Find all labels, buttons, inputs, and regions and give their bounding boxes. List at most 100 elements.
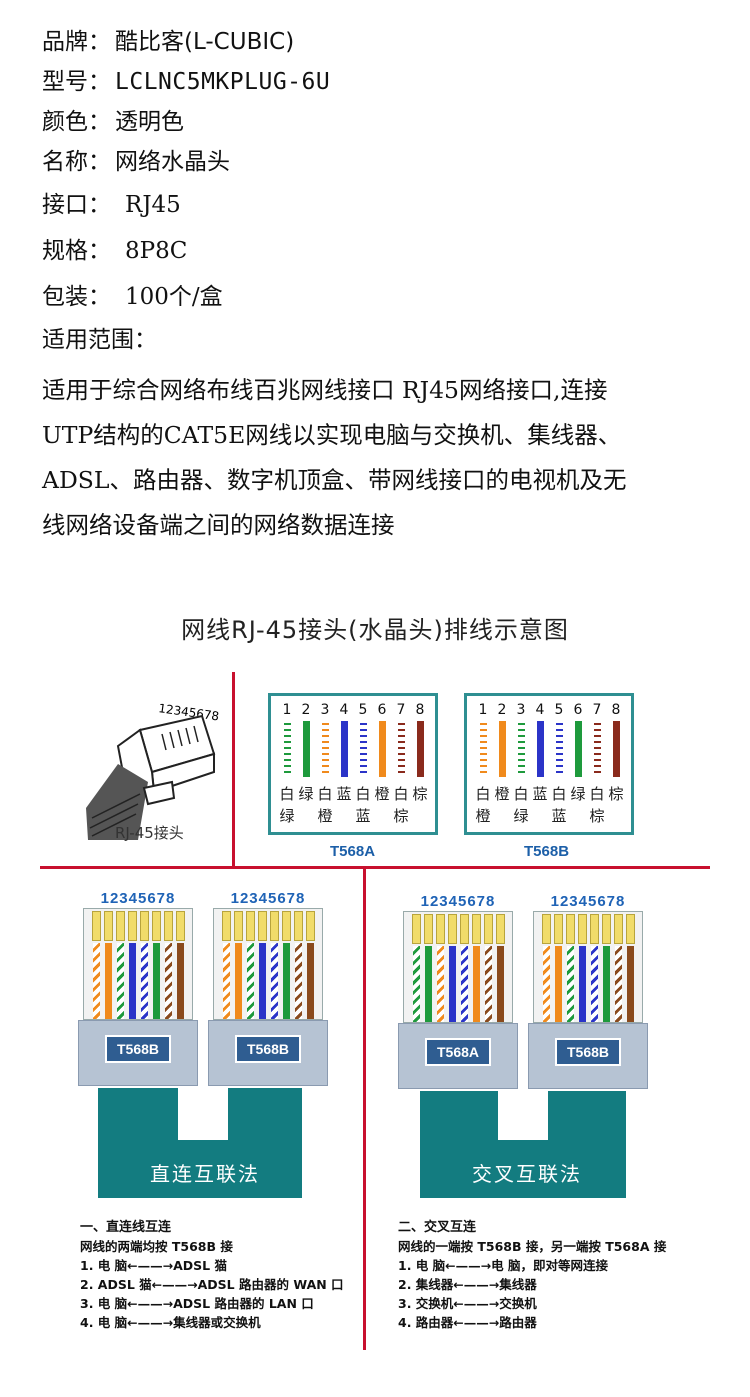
connector-head [83, 908, 193, 1020]
rj45-label: RJ-45接头 [115, 824, 184, 842]
color-label: 棕 [608, 785, 624, 803]
pin-number: 5 [358, 702, 368, 718]
spec-row-name: 名称：网络水晶头 [42, 142, 732, 182]
notes-line: 2. 集线器←——→集线器 [398, 1277, 537, 1292]
t568b-label: T568B [524, 843, 570, 860]
color-label: 绿 [279, 807, 295, 825]
connector-boot: T568B [208, 1020, 328, 1086]
diagram-title: 网线RJ-45接头(水晶头)排线示意图 [181, 616, 569, 644]
wire-white-green [284, 721, 291, 777]
pin-number: 3 [516, 702, 526, 718]
divider-vertical-bottom [363, 868, 366, 1350]
pin-number: 4 [535, 702, 545, 718]
connector-boot: T568A [398, 1023, 518, 1089]
t568b-color-chart: 1 2 3 4 5 6 7 8 白 橙 白 蓝 白 绿 白 棕 橙 绿 蓝 棕 [464, 693, 634, 835]
color-label: 绿 [298, 785, 314, 803]
rj45-plug-illustration: 12345678 [86, 701, 220, 840]
straight-notes: 一、直连线互连 网线的两端均按 T568B 接 1. 电 脑←——→ADSL 猫… [80, 1218, 344, 1332]
t568a-color-chart: 1 2 3 4 5 6 7 8 白 绿 白 蓝 白 橙 白 棕 绿 橙 蓝 棕 [268, 693, 438, 835]
connector-straight-left: 12345678 T568B [78, 890, 198, 1090]
wire-white-orange [322, 721, 329, 777]
notes-line: 1. 电 脑←——→电 脑，即对等网连接 [398, 1258, 608, 1273]
color-label: 橙 [317, 807, 333, 825]
wire-green [575, 721, 582, 777]
color-label: 橙 [494, 785, 510, 803]
pin-number-row: 1 2 3 4 5 6 7 8 [271, 702, 435, 718]
spec-row-brand: 品牌：酷比客(L-CUBIC) [42, 22, 732, 62]
notes-line: 网线的一端按 T568B 接，另一端按 T568A 接 [398, 1239, 667, 1254]
pin-number: 8 [611, 702, 621, 718]
color-label: 绿 [513, 807, 529, 825]
connector-pin-numbers: 12345678 [420, 893, 496, 910]
connector-head [213, 908, 323, 1020]
spec-key: 接口： [42, 192, 111, 218]
pin-number: 8 [415, 702, 425, 718]
spec-key: 型号： [42, 69, 111, 95]
connector-cross-left: 12345678 T568A [398, 893, 518, 1093]
pin-number: 6 [377, 702, 387, 718]
connector-boot: T568B [78, 1020, 198, 1086]
spec-value: 酷比客(L-CUBIC) [115, 29, 295, 55]
color-label: 白 [317, 785, 333, 803]
pin-number: 1 [282, 702, 292, 718]
wire-blue [341, 721, 348, 777]
notes-line: 网线的两端均按 T568B 接 [80, 1239, 233, 1254]
connector-cross-right: 12345678 T568B [528, 893, 648, 1093]
connector-standard-label: T568B [555, 1038, 621, 1066]
wire-green [303, 721, 310, 777]
spec-row-size: 规格：8P8C [42, 228, 732, 274]
wire-white-green [518, 721, 525, 777]
wire-brown [613, 721, 620, 777]
pin-number: 2 [497, 702, 507, 718]
wire-orange [499, 721, 506, 777]
t568a-label: T568A [330, 843, 376, 860]
color-label: 绿 [570, 785, 586, 803]
spec-row-scope: 适用范围： [42, 320, 732, 360]
spec-row-interface: 接口： RJ45 [42, 182, 732, 228]
color-label: 橙 [475, 807, 491, 825]
straight-method-label: 直连互联法 [150, 1162, 260, 1186]
spec-key: 品牌： [42, 29, 111, 55]
connector-standard-label: T568B [105, 1035, 171, 1063]
description-line: 适用于综合网络布线百兆网线接口 RJ45网络接口,连接 [42, 376, 608, 404]
connector-pin-numbers: 12345678 [550, 893, 626, 910]
wire-white-blue [360, 721, 367, 777]
color-label: 棕 [412, 785, 428, 803]
description-line: ADSL、路由器、数字机顶盒、带网线接口的电视机及无 [42, 466, 627, 494]
connector-pin-numbers: 12345678 [100, 890, 176, 907]
notes-line: 1. 电 脑←——→ADSL 猫 [80, 1258, 227, 1273]
spec-value: RJ45 [125, 192, 181, 218]
wire-white-orange [480, 721, 487, 777]
wire-white-blue [556, 721, 563, 777]
color-label: 白 [475, 785, 491, 803]
cross-notes: 二、交叉互连 网线的一端按 T568B 接，另一端按 T568A 接 1. 电 … [398, 1218, 666, 1332]
notes-heading: 一、直连线互连 [80, 1220, 172, 1235]
color-label: 白 [393, 785, 409, 803]
spec-key: 规格： [42, 238, 111, 264]
spec-row-model: 型号：LCLNC5MKPLUG-6U [42, 62, 732, 102]
color-label: 白 [513, 785, 529, 803]
color-label: 橙 [374, 785, 390, 803]
pin-number: 4 [339, 702, 349, 718]
spec-key: 名称： [42, 149, 111, 175]
spec-value: LCLNC5MKPLUG-6U [115, 69, 331, 95]
color-label: 白 [589, 785, 605, 803]
divider-vertical-top [232, 672, 235, 868]
color-label: 棕 [393, 807, 409, 825]
color-label: 白 [279, 785, 295, 803]
color-label: 棕 [589, 807, 605, 825]
wire-orange [379, 721, 386, 777]
spec-value: 100个/盒 [125, 284, 223, 310]
pin-number: 1 [478, 702, 488, 718]
wire-brown [417, 721, 424, 777]
pin-number: 7 [592, 702, 602, 718]
description-line: UTP结构的CAT5E网线以实现电脑与交换机、集线器、 [42, 421, 622, 449]
connector-straight-right: 12345678 T568B [208, 890, 328, 1090]
pin-number: 6 [573, 702, 583, 718]
wire-blue [537, 721, 544, 777]
pin-number: 2 [301, 702, 311, 718]
notes-line: 3. 电 脑←——→ADSL 路由器的 LAN 口 [80, 1296, 314, 1311]
cross-cable-bottom [420, 1140, 626, 1198]
color-label: 白 [355, 785, 371, 803]
notes-line: 2. ADSL 猫←——→ADSL 路由器的 WAN 口 [80, 1277, 344, 1292]
